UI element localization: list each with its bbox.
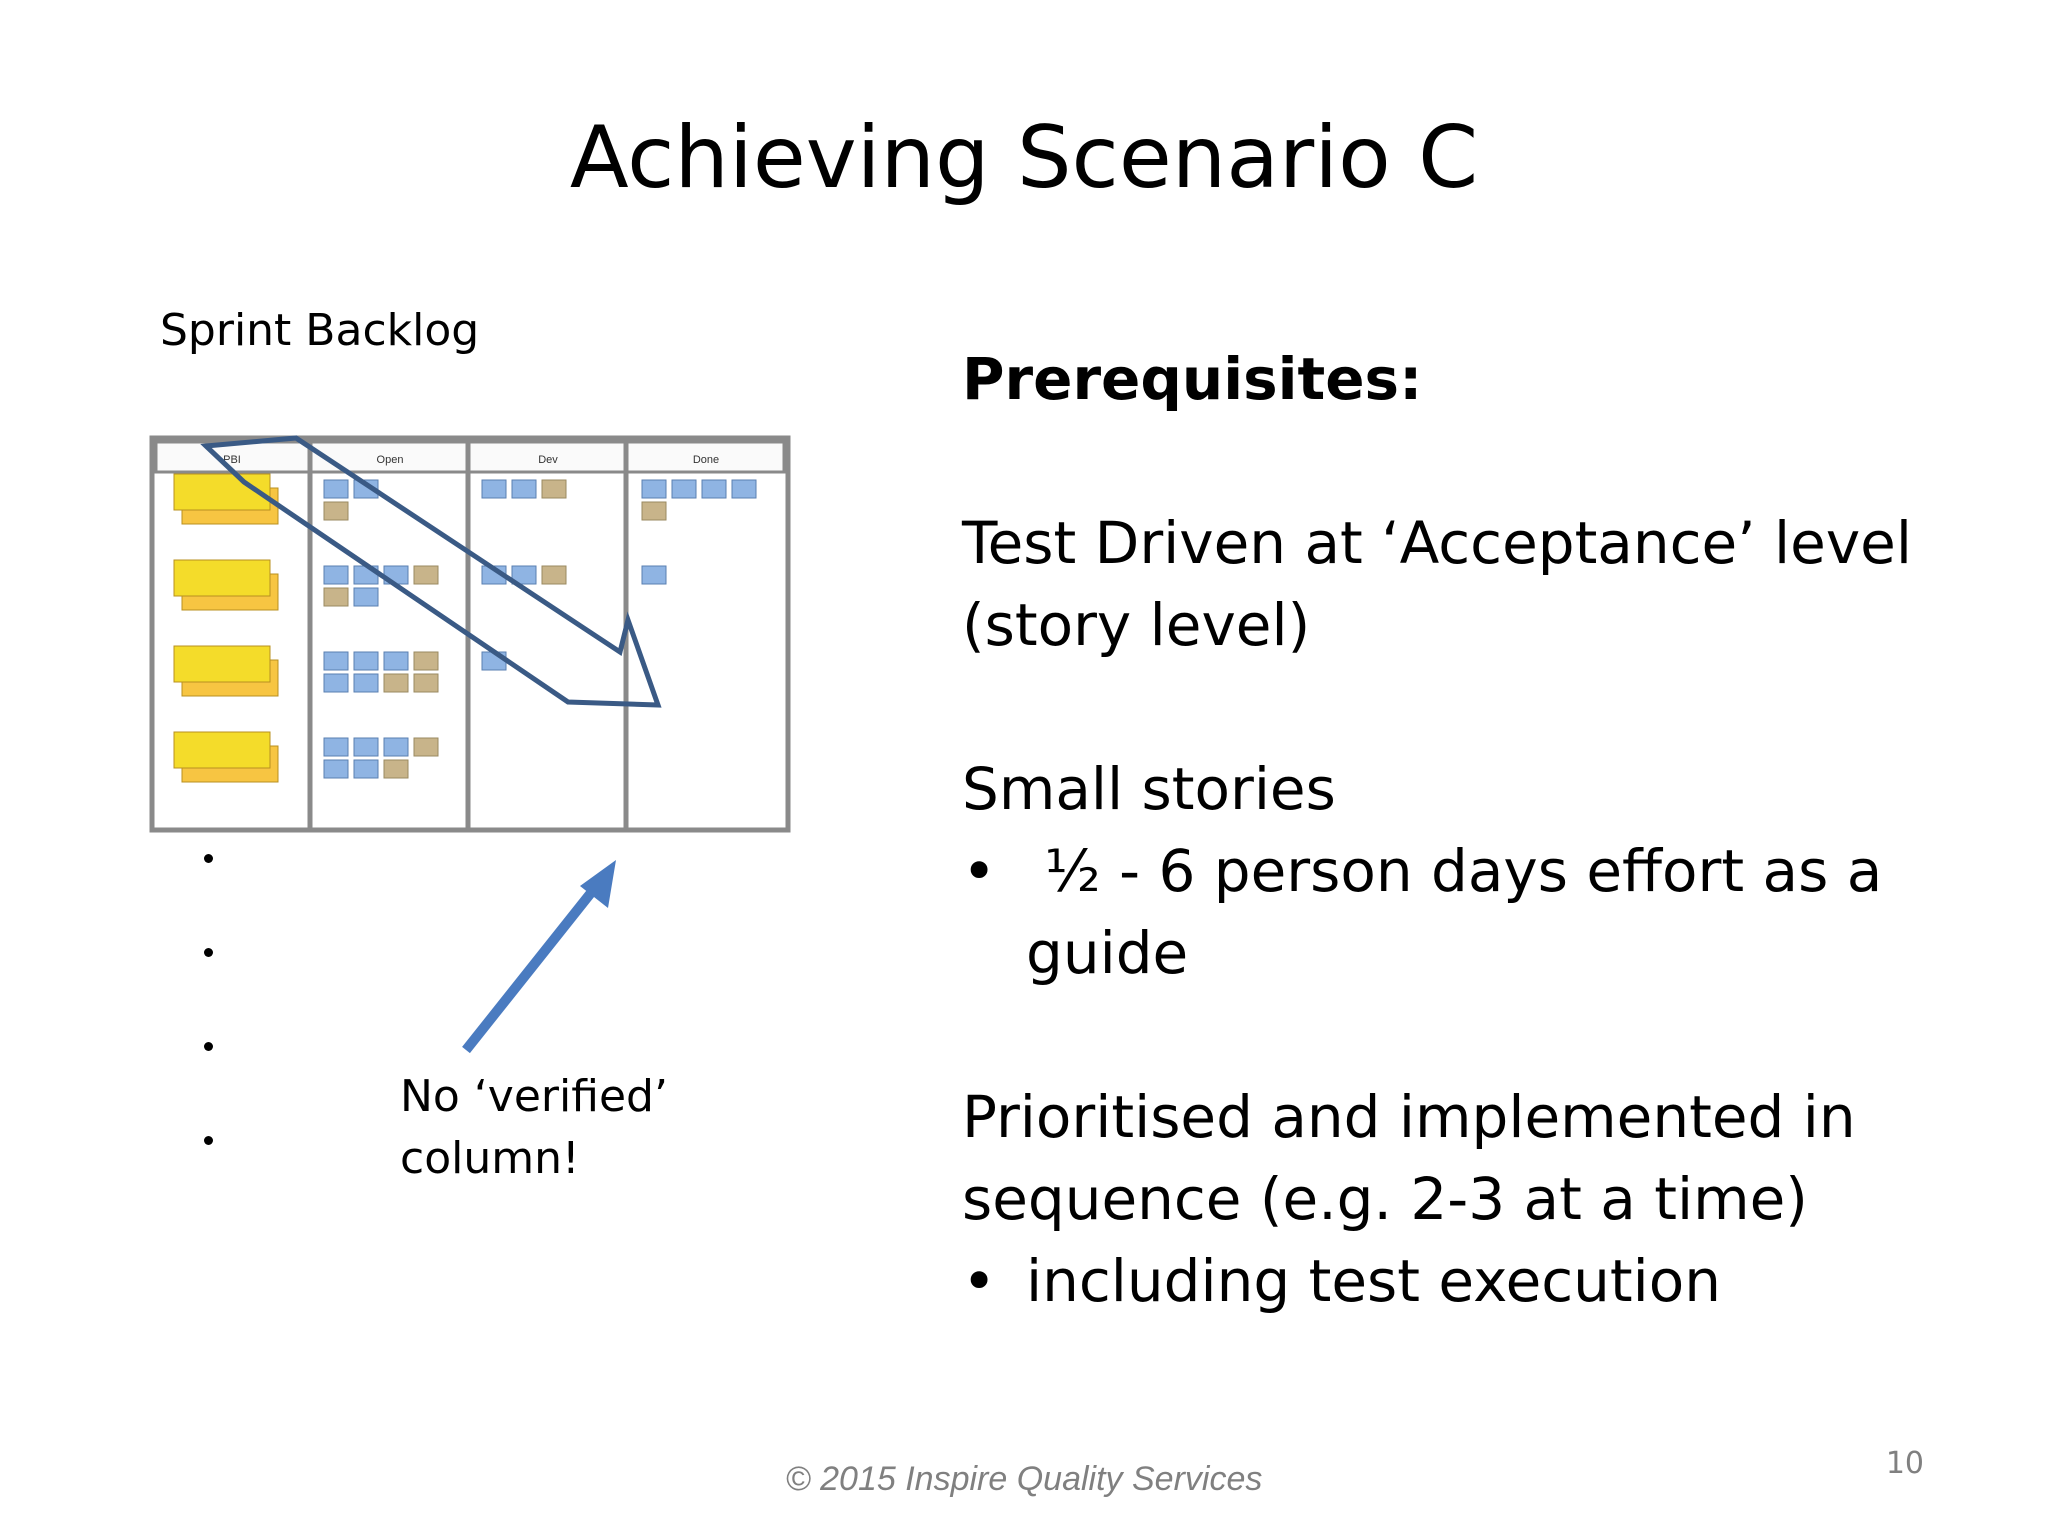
page-number: 10	[1885, 1446, 1924, 1481]
board-column-done: Done	[693, 454, 719, 466]
bullet-icon: •	[962, 1247, 997, 1315]
board-column-open: Open	[377, 454, 404, 466]
slide-title: Achieving Scenario C	[569, 108, 1479, 208]
item1-line-1: Test Driven at ‘Acceptance’ level	[962, 509, 1912, 577]
pbi-sticky-2	[173, 559, 279, 611]
sprint-backlog-label: Sprint Backlog	[160, 305, 480, 356]
annotation-line-1: No ‘verified’	[400, 1071, 668, 1122]
open-tasks	[323, 479, 439, 779]
pbi-sticky-3	[173, 645, 279, 697]
item3-line-1: Prioritised and implemented in	[962, 1083, 1856, 1151]
item1-line-2: (story level)	[962, 591, 1311, 659]
pbi-sticky-4	[173, 731, 279, 783]
done-tasks	[641, 479, 757, 585]
item3-bullet-text: including test execution	[1026, 1247, 1722, 1315]
item2-title: Small stories	[962, 755, 1336, 823]
item2-bullet-line-1: ½ - 6 person days effort as a	[1026, 837, 1883, 905]
pbi-sticky-1	[173, 473, 279, 525]
annotation-arrow-icon	[462, 860, 616, 1054]
flow-arrow-outline	[200, 435, 662, 708]
annotation-text: No ‘verified’ column!	[400, 1066, 668, 1190]
dev-tasks	[481, 479, 567, 671]
item2-bullet: • ½ - 6 person days effort as a guide	[962, 830, 2002, 994]
board-column-dev: Dev	[538, 454, 558, 466]
bullet-icon: •	[962, 837, 997, 905]
annotation-line-2: column!	[400, 1133, 580, 1184]
item3-line-2: sequence (e.g. 2-3 at a time)	[962, 1165, 1808, 1233]
item3-bullet: • including test execution	[962, 1240, 2002, 1322]
copyright-footer: © 2015 Inspire Quality Services	[785, 1460, 1263, 1498]
prerequisites-block: Prerequisites: Test Driven at ‘Acceptanc…	[962, 338, 2002, 1322]
item2-bullet-line-2: guide	[1026, 919, 1189, 987]
kanban-board-image: PBI Open Dev Done	[149, 435, 791, 833]
prerequisites-heading: Prerequisites:	[962, 345, 1423, 413]
